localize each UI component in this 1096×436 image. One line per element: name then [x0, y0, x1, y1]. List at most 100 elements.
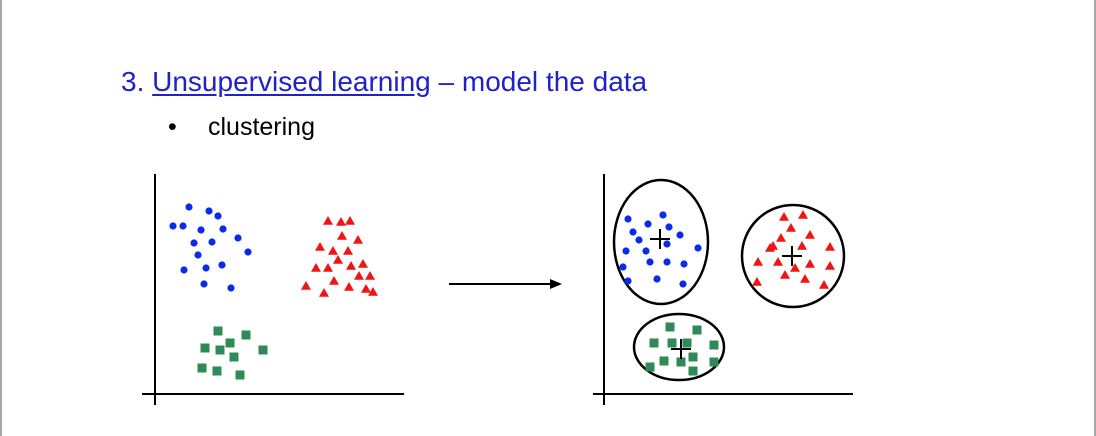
- green-square-marker: [258, 345, 268, 355]
- blue-circle-marker: [197, 226, 205, 234]
- green-square-marker: [213, 326, 223, 336]
- title-suffix: – model the data: [430, 66, 648, 97]
- red-centroid-plus-icon: [782, 246, 802, 266]
- left-red-cluster: [301, 216, 378, 297]
- blue-circle-marker: [202, 264, 210, 272]
- left-green-cluster: [197, 326, 268, 380]
- title-number: 3.: [121, 66, 153, 97]
- blue-circle-marker: [646, 258, 654, 266]
- right-panel: [593, 174, 853, 405]
- red-triangle-marker: [805, 259, 815, 268]
- red-triangle-marker: [825, 242, 835, 251]
- left-panel: [142, 174, 404, 405]
- bullet-icon: •: [168, 113, 177, 141]
- red-triangle-marker: [358, 259, 368, 268]
- red-triangle-marker: [753, 257, 763, 266]
- green-square-marker: [215, 345, 225, 355]
- slide-border-right: [1094, 0, 1096, 436]
- right-red-cluster: [752, 210, 835, 289]
- blue-circle-marker: [680, 260, 688, 268]
- left-blue-cluster: [169, 203, 252, 292]
- blue-circle-marker: [208, 238, 216, 246]
- green-square-marker: [235, 370, 245, 380]
- green-square-marker: [225, 338, 235, 348]
- red-triangle-marker: [345, 216, 355, 225]
- green-square-marker: [709, 357, 719, 367]
- red-triangle-marker: [354, 271, 364, 280]
- red-triangle-marker: [805, 230, 815, 239]
- blue-circle-marker: [629, 228, 637, 236]
- red-triangle-marker: [768, 241, 778, 250]
- blue-circle-marker: [619, 263, 627, 271]
- blue-circle-marker: [642, 247, 650, 255]
- red-triangle-marker: [329, 276, 339, 285]
- green-square-marker: [229, 352, 239, 362]
- blue-circle-marker: [663, 240, 671, 248]
- red-triangle-marker: [776, 233, 786, 242]
- blue-circle-marker: [205, 207, 213, 215]
- green-square-marker: [200, 343, 210, 353]
- red-triangle-marker: [333, 255, 343, 264]
- blue-circle-marker: [194, 251, 202, 259]
- red-triangle-marker: [336, 217, 346, 226]
- blue-circle-marker: [218, 261, 226, 269]
- blue-circle-marker: [644, 220, 652, 228]
- green-square-marker: [241, 330, 251, 340]
- green-square-marker: [197, 363, 207, 373]
- blue-circle-marker: [635, 236, 643, 244]
- blue-circle-marker: [622, 247, 630, 255]
- blue-circle-marker: [244, 248, 252, 256]
- green-square-marker: [645, 362, 655, 372]
- blue-circle-marker: [214, 212, 222, 220]
- red-cluster-boundary: [740, 203, 846, 309]
- red-triangle-marker: [323, 263, 333, 272]
- title-link-unsupervised-learning[interactable]: Unsupervised learning: [152, 66, 431, 97]
- blue-circle-marker: [694, 244, 702, 252]
- red-triangle-marker: [346, 261, 356, 270]
- green-square-marker: [688, 352, 698, 362]
- red-triangle-marker: [773, 257, 783, 266]
- blue-circle-marker: [180, 266, 188, 274]
- red-triangle-marker: [752, 277, 762, 286]
- bullet-text: clustering: [208, 113, 315, 141]
- red-triangle-marker: [328, 246, 338, 255]
- right-blue-cluster: [619, 211, 702, 288]
- blue-cluster-boundary: [612, 178, 710, 306]
- blue-circle-marker: [234, 234, 242, 242]
- red-triangle-marker: [779, 212, 789, 221]
- red-triangle-marker: [780, 270, 790, 279]
- red-triangle-marker: [311, 263, 321, 272]
- green-cluster-boundary: [632, 312, 726, 382]
- red-triangle-marker: [315, 242, 325, 251]
- red-triangle-marker: [323, 216, 333, 225]
- green-square-marker: [682, 338, 692, 348]
- red-triangle-marker: [798, 210, 808, 219]
- slide-border-left: [0, 0, 2, 436]
- red-triangle-marker: [365, 271, 375, 280]
- green-square-marker: [649, 338, 659, 348]
- green-square-marker: [665, 322, 675, 332]
- red-triangle-marker: [800, 274, 810, 283]
- green-square-marker: [709, 340, 719, 350]
- blue-circle-marker: [227, 284, 235, 292]
- red-triangle-marker: [301, 281, 311, 290]
- right-green-cluster: [645, 322, 719, 376]
- red-triangle-marker: [786, 223, 796, 232]
- blue-circle-marker: [169, 222, 177, 230]
- red-triangle-marker: [353, 235, 363, 244]
- blue-circle-marker: [653, 275, 661, 283]
- bullet-item: • clustering: [168, 113, 315, 142]
- blue-circle-marker: [185, 203, 193, 211]
- red-triangle-marker: [344, 282, 354, 291]
- red-triangle-marker: [361, 284, 371, 293]
- red-triangle-marker: [319, 288, 329, 297]
- blue-circle-marker: [179, 222, 187, 230]
- green-centroid-plus-icon: [671, 339, 691, 359]
- blue-circle-marker: [665, 223, 673, 231]
- arrow-right-icon: [449, 279, 562, 289]
- blue-circle-marker: [679, 280, 687, 288]
- blue-centroid-plus-icon: [650, 229, 670, 249]
- green-square-marker: [667, 338, 677, 348]
- blue-circle-marker: [190, 239, 198, 247]
